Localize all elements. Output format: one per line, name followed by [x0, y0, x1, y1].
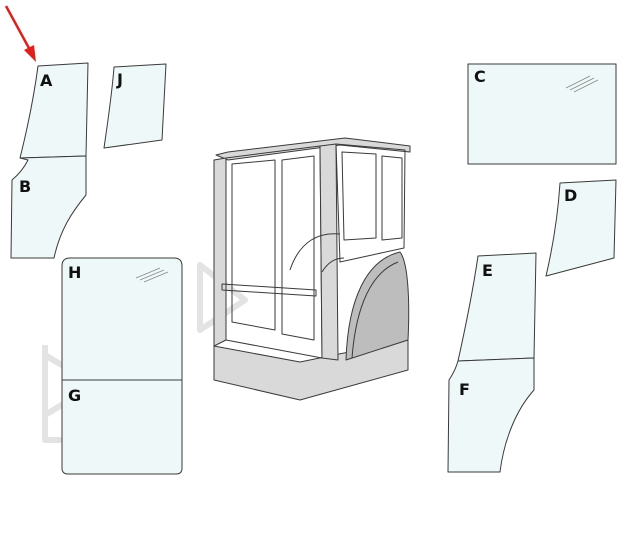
panel-label-c: C [474, 67, 486, 86]
glass-panel-j[interactable]: J [103, 63, 167, 149]
panel-label-e: E [482, 261, 493, 280]
glass-panel-f[interactable]: F [447, 357, 535, 473]
red-arrow-icon [4, 5, 36, 62]
glass-panel-b[interactable]: B [10, 155, 87, 259]
panel-label-h: H [68, 263, 81, 282]
glass-panel-g[interactable]: G [61, 379, 183, 475]
glass-panel-c[interactable]: C [467, 63, 617, 165]
glass-panel-e[interactable]: E [457, 252, 537, 362]
glass-panel-h[interactable]: H [61, 257, 183, 381]
panel-label-g: G [68, 386, 81, 405]
cab-illustration [213, 137, 411, 401]
panel-label-b: B [19, 177, 31, 196]
glass-panel-d[interactable]: D [545, 179, 617, 277]
panel-label-d: D [564, 186, 577, 205]
panel-label-j: J [116, 70, 123, 89]
panel-label-f: F [459, 380, 470, 399]
glass-panel-a[interactable]: A [19, 62, 89, 159]
panel-label-a: A [40, 71, 53, 90]
